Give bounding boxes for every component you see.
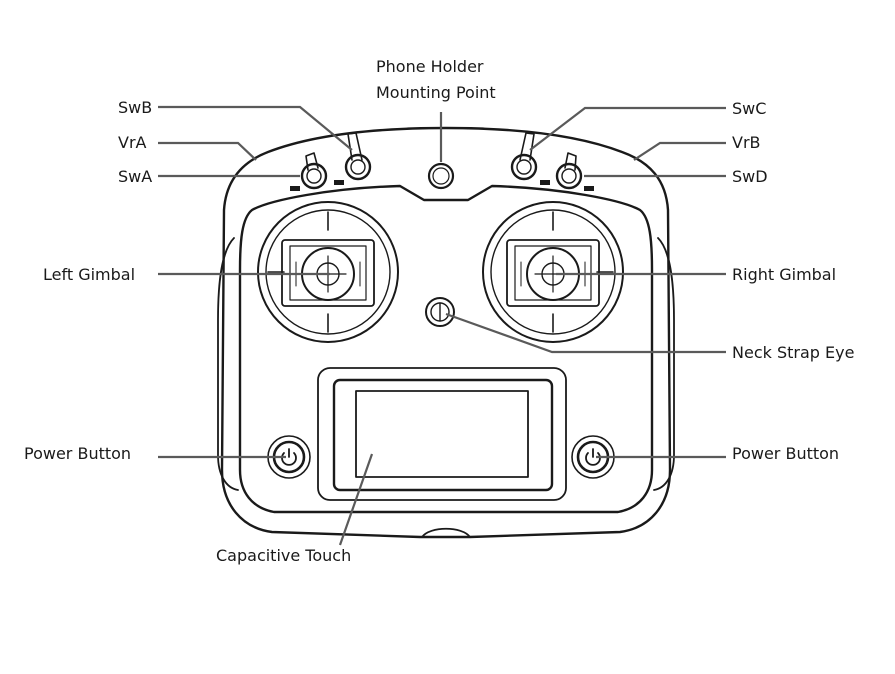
right-grip	[653, 237, 675, 491]
phone-holder-mount	[427, 162, 455, 190]
face-panel	[238, 184, 654, 514]
label-left-gimbal: Left Gimbal	[43, 265, 136, 284]
label-power-button-right: Power Button	[732, 444, 840, 463]
label-swa: SwA	[118, 167, 153, 186]
left-grip	[217, 237, 239, 491]
leader-lines	[158, 105, 726, 546]
right-gimbal[interactable]	[482, 201, 624, 343]
label-phone-holder-line2: Mounting Point	[376, 83, 496, 102]
switch-swc[interactable]	[510, 132, 550, 185]
label-swb: SwB	[118, 98, 153, 117]
label-phone-holder-line1: Phone Holder	[376, 57, 484, 76]
label-swd: SwD	[732, 167, 768, 186]
label-vra: VrA	[118, 133, 147, 152]
bottom-bump	[421, 527, 471, 538]
neck-strap-eye	[425, 297, 455, 327]
label-right-gimbal: Right Gimbal	[732, 265, 837, 284]
label-power-button-left: Power Button	[24, 444, 132, 463]
transmitter-body	[220, 126, 672, 539]
label-capacitive-touch: Capacitive Touch	[216, 546, 352, 565]
switch-swd[interactable]	[555, 152, 594, 191]
capacitive-touch-screen[interactable]	[317, 367, 567, 501]
label-neck-strap-eye: Neck Strap Eye	[732, 343, 855, 362]
switch-swb[interactable]	[334, 132, 372, 185]
label-vrb: VrB	[732, 133, 761, 152]
left-gimbal[interactable]	[257, 201, 399, 343]
switch-swa[interactable]	[290, 152, 328, 191]
label-swc: SwC	[732, 99, 767, 118]
